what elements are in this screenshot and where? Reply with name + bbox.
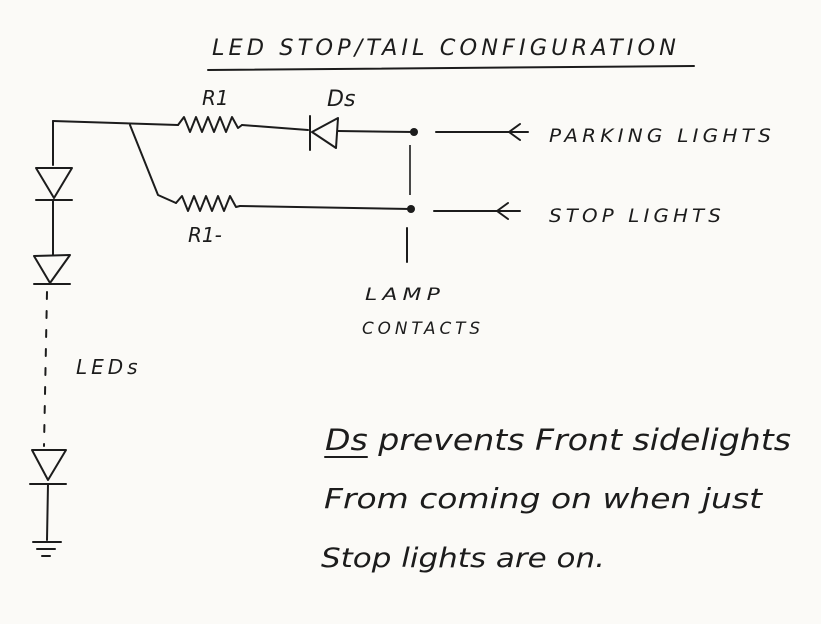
stop-contact-node: [407, 205, 415, 213]
parking-contact-node: [410, 128, 418, 136]
wire-to-ground: [46, 483, 49, 541]
branch-wire: [129, 124, 177, 204]
label-contacts: CONTACTS: [362, 319, 484, 339]
led-1: [35, 167, 73, 201]
led-3: [29, 449, 67, 485]
note-line-1-rest: prevents Front sidelights: [368, 423, 791, 457]
wire-r1-to-ds: [241, 124, 309, 131]
title-underline: [207, 65, 695, 71]
note-line-1: Ds prevents Front sidelights: [325, 423, 791, 457]
note-line-3: Stop lights are on.: [321, 543, 605, 574]
label-ds: Ds: [327, 87, 355, 112]
ground-icon: [32, 541, 62, 557]
note-emph-ds: Ds: [325, 423, 368, 457]
wire-r1-to-stop: [239, 205, 412, 210]
diode-ds: [309, 115, 339, 151]
top-rail-wire: [52, 120, 179, 126]
parking-arrow-icon: [508, 123, 521, 141]
led-2: [33, 254, 71, 285]
note-line-2: From coming on when just: [324, 482, 763, 515]
diagram-title: LED STOP/TAIL CONFIGURATION: [212, 36, 680, 61]
label-r1-bottom: R1-: [188, 223, 222, 247]
label-stop-lights: STOP LIGHTS: [549, 205, 725, 227]
stop-arrow-icon: [496, 202, 509, 220]
led-chain-dashes: [43, 291, 48, 447]
label-lamp: LAMP: [365, 285, 445, 305]
label-parking-lights: PARKING LIGHTS: [549, 125, 775, 147]
resistor-r1-top: [177, 116, 243, 133]
label-r1-top: R1: [202, 86, 229, 110]
label-leds: LEDs: [76, 355, 142, 379]
resistor-r1-bottom: [175, 195, 241, 212]
wire-ds-to-parking: [337, 130, 415, 133]
